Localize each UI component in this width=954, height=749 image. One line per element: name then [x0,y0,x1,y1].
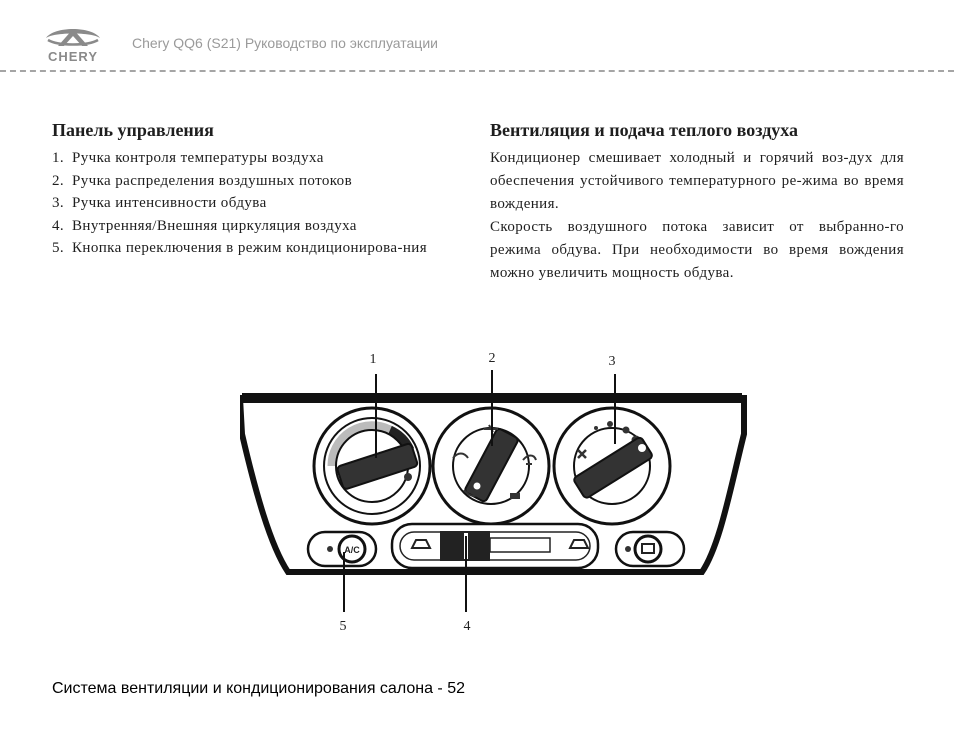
page-header: CHERY Chery QQ6 (S21) Руководство по экс… [0,0,954,80]
header-divider [0,70,954,72]
ac-button-label: A/C [344,545,360,555]
recirculation-slider [390,522,600,570]
ventilation-heading: Вентиляция и подача теплого воздуха [490,120,799,140]
list-item: 2. Ручка распределения воздушных потоков [52,170,466,193]
callout-1: 1 [370,352,377,367]
list-item: 3. Ручка интенсивности обдува [52,192,466,215]
list-item: 5. Кнопка переключения в режим кондициони… [52,237,466,260]
document-title: Chery QQ6 (S21) Руководство по эксплуата… [132,35,438,51]
chery-logo-emblem-icon [46,29,100,46]
climate-panel-illustration: A/C 1 2 3 4 5 [236,351,747,634]
list-item: 1. Ручка контроля температуры воздуха [52,147,466,170]
list-item-number: 3. [52,195,65,211]
temperature-knob [312,406,432,526]
list-item-number: 1. [52,150,65,166]
chery-logo: CHERY [40,24,106,66]
list-item-text: Ручка распределения воздушных потоков [72,172,353,189]
rear-defrost-button [614,530,686,568]
list-item: 4. Внутренняя/Внешняя циркуляция воздуха [52,215,466,238]
list-item-number: 4. [52,217,65,234]
list-item-text: Ручка контроля температуры воздуха [72,150,324,166]
logo-wordmark: CHERY [47,49,99,64]
callout-4: 4 [464,619,471,634]
ac-button: A/C [306,530,378,568]
list-item-text: Кнопка переключения в режим кондициониро… [72,240,428,256]
fan-speed-knob [552,406,672,526]
callout-5: 5 [340,619,347,634]
ventilation-paragraph-1: Кондиционер смешивает холодный и горячий… [490,150,904,212]
list-item-number: 2. [52,172,65,189]
air-distribution-knob [431,406,551,526]
control-panel-heading: Панель управления [52,120,214,140]
list-item-text: Внутренняя/Внешняя циркуляция воздуха [72,217,357,234]
control-panel-section: Панель управления 1. Ручка контроля темпе… [52,120,466,260]
control-panel-list: 1. Ручка контроля температуры воздуха 2. Р… [52,147,466,260]
list-item-number: 5. [52,240,65,256]
climate-panel-figure: A/C 1 2 3 4 5 [236,340,750,640]
callout-3: 3 [609,354,616,369]
callout-2: 2 [489,351,496,366]
list-item-text: Ручка интенсивности обдува [72,195,267,211]
page-footer: Система вентиляции и кондиционирования с… [52,680,465,697]
ventilation-section: Вентиляция и подача теплого воздуха Конд… [490,120,904,285]
ventilation-paragraph-2: Скорость воздушного потока зависит от вы… [490,219,904,281]
